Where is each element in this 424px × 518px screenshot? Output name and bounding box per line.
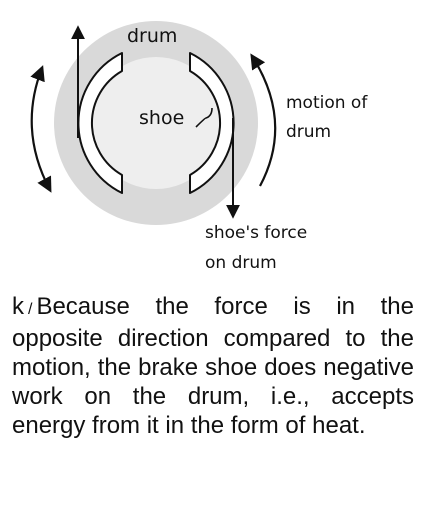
motion-label-line2: drum [286,122,331,142]
right-rotation-arrow [250,53,277,187]
force-label-line2: on drum [205,253,277,273]
caption-text: Because the force is in the opposite dir… [12,293,414,439]
figure-caption: k/Because the force is in the opposite d… [12,292,414,440]
left-brake-shoe [77,52,123,194]
shoe-label: shoe [139,107,184,129]
motion-label-line1: motion of [286,93,368,113]
drum-label: drum [127,25,177,47]
left-rotation-arrow [30,65,52,193]
brake-drum-diagram: drum shoe motion of drum shoe's force on… [30,21,368,273]
shoe-leader-line [195,107,213,128]
force-label-line1: shoe's force [205,223,307,243]
right-brake-shoe [189,52,235,194]
drum-inner [90,57,222,189]
figure-label-separator: / [28,301,33,318]
figure-label: k [12,293,24,320]
